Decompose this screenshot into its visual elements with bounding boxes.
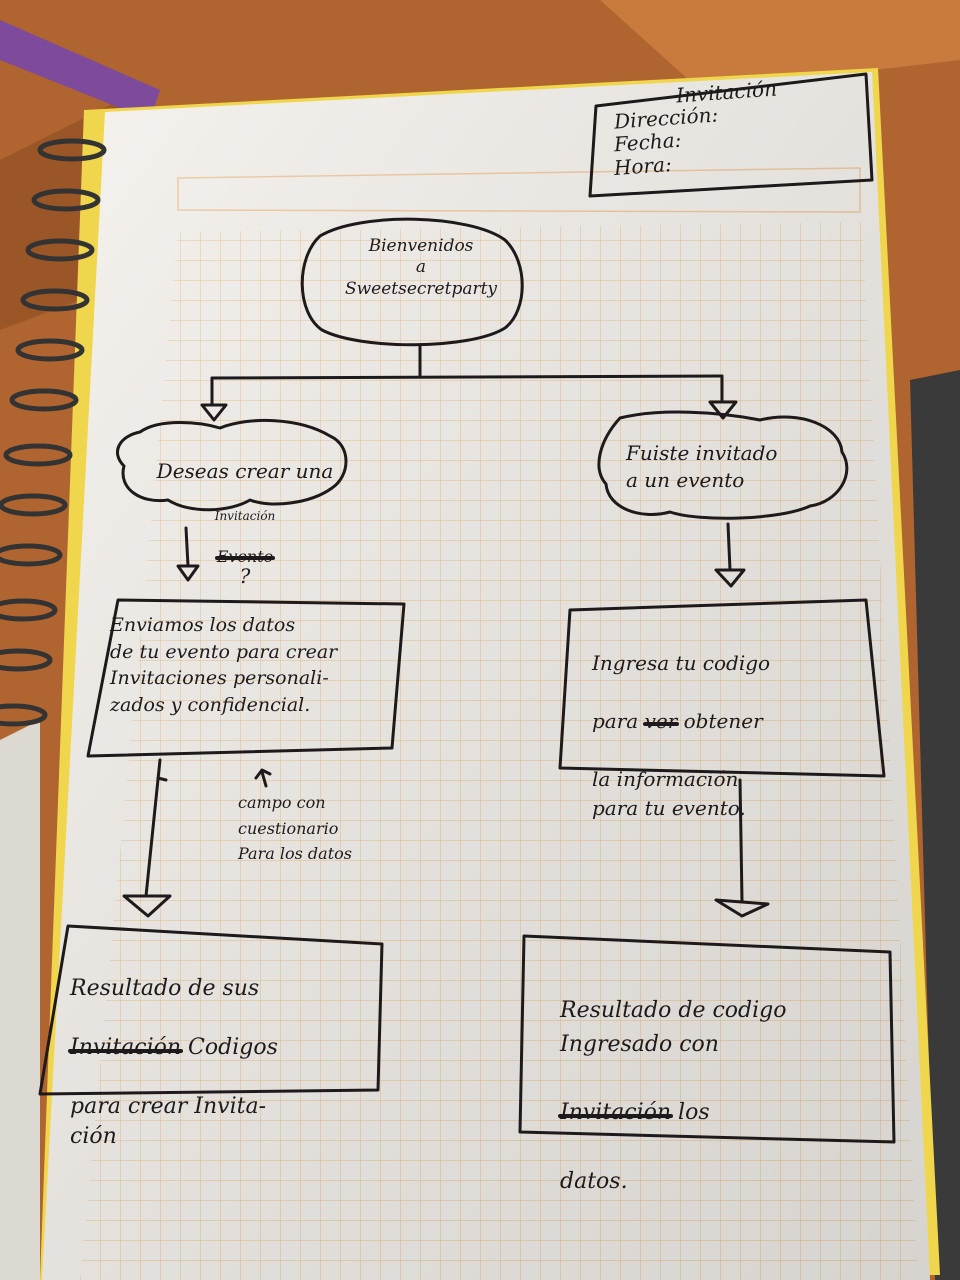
right-result-line4: datos. [560,1168,628,1194]
right-question-cloud [597,410,849,520]
connector-right-3 [738,778,744,902]
right-result-line3: los [671,1100,710,1126]
arrowhead-right-3 [714,898,770,918]
right-step-struck-word: ver [642,707,679,736]
left-result-box [38,924,384,1096]
page-shading [42,72,930,1280]
left-side-note: campo con cuestionario Para los datos [238,793,352,864]
right-result-struck-word: Invitación [557,1096,674,1130]
spiral-binding [0,138,107,727]
right-step-box [558,598,886,778]
left-question-cloud [116,419,348,512]
left-question-text: Deseas crear una Invitación Evento ? [140,440,350,587]
connector-left-3 [144,758,162,898]
connector-split [210,374,724,380]
right-step-line2-start: para [592,709,645,733]
left-question-insert: Invitación [214,509,276,523]
right-question-text: Fuiste invitado a un evento [626,441,778,492]
arrowhead-right-2 [714,568,746,588]
table-pattern [600,0,960,90]
right-step-line2-end: obtener [677,709,763,733]
connector-right-2 [726,522,732,572]
underlying-page [0,720,40,1280]
dark-chair [910,370,960,1280]
right-result-text: Resultado de codigo Ingresado con Invita… [557,960,880,1199]
invitation-field-hora: Hora: [613,152,673,180]
left-result-text: Resultado de sus Invitación Codigos para… [67,944,370,1152]
arrowhead-right-1 [708,400,738,420]
right-step-line1: Ingresa tu codigo [592,651,771,675]
start-terminator-shape [300,217,524,347]
left-question-line1: Deseas crear una [156,459,334,483]
note-pointer-arrow [254,768,272,788]
invitation-card-box [588,72,874,198]
right-step-line3: la información para tu evento. [592,767,746,820]
left-step-text: Enviamos los datos de tu evento para cre… [110,614,338,716]
arrowhead-left-3 [122,894,172,918]
left-question-struck-word: Evento [214,547,275,566]
left-result-line1: Resultado de sus [70,975,260,1001]
left-result-line2: Codigos [181,1035,278,1061]
connector-left-tick [156,776,168,782]
connector-left-2 [184,526,190,568]
arrowhead-left-1 [200,403,228,422]
start-terminator-text: Bienvenidos a Sweetsecretparty [344,236,498,299]
purple-object [0,20,160,120]
right-step-text: Ingresa tu codigo para ver obtener la in… [592,620,882,823]
arrowhead-left-2 [176,564,200,582]
right-result-box [518,934,896,1144]
right-result-line1: Resultado de codigo Ingresado con [560,998,787,1058]
left-result-struck-word: Invitación [67,1033,184,1063]
left-step-box [86,598,406,758]
left-result-line3: para crear Invita- ción [70,1094,267,1150]
left-question-mark: ? [239,564,251,588]
